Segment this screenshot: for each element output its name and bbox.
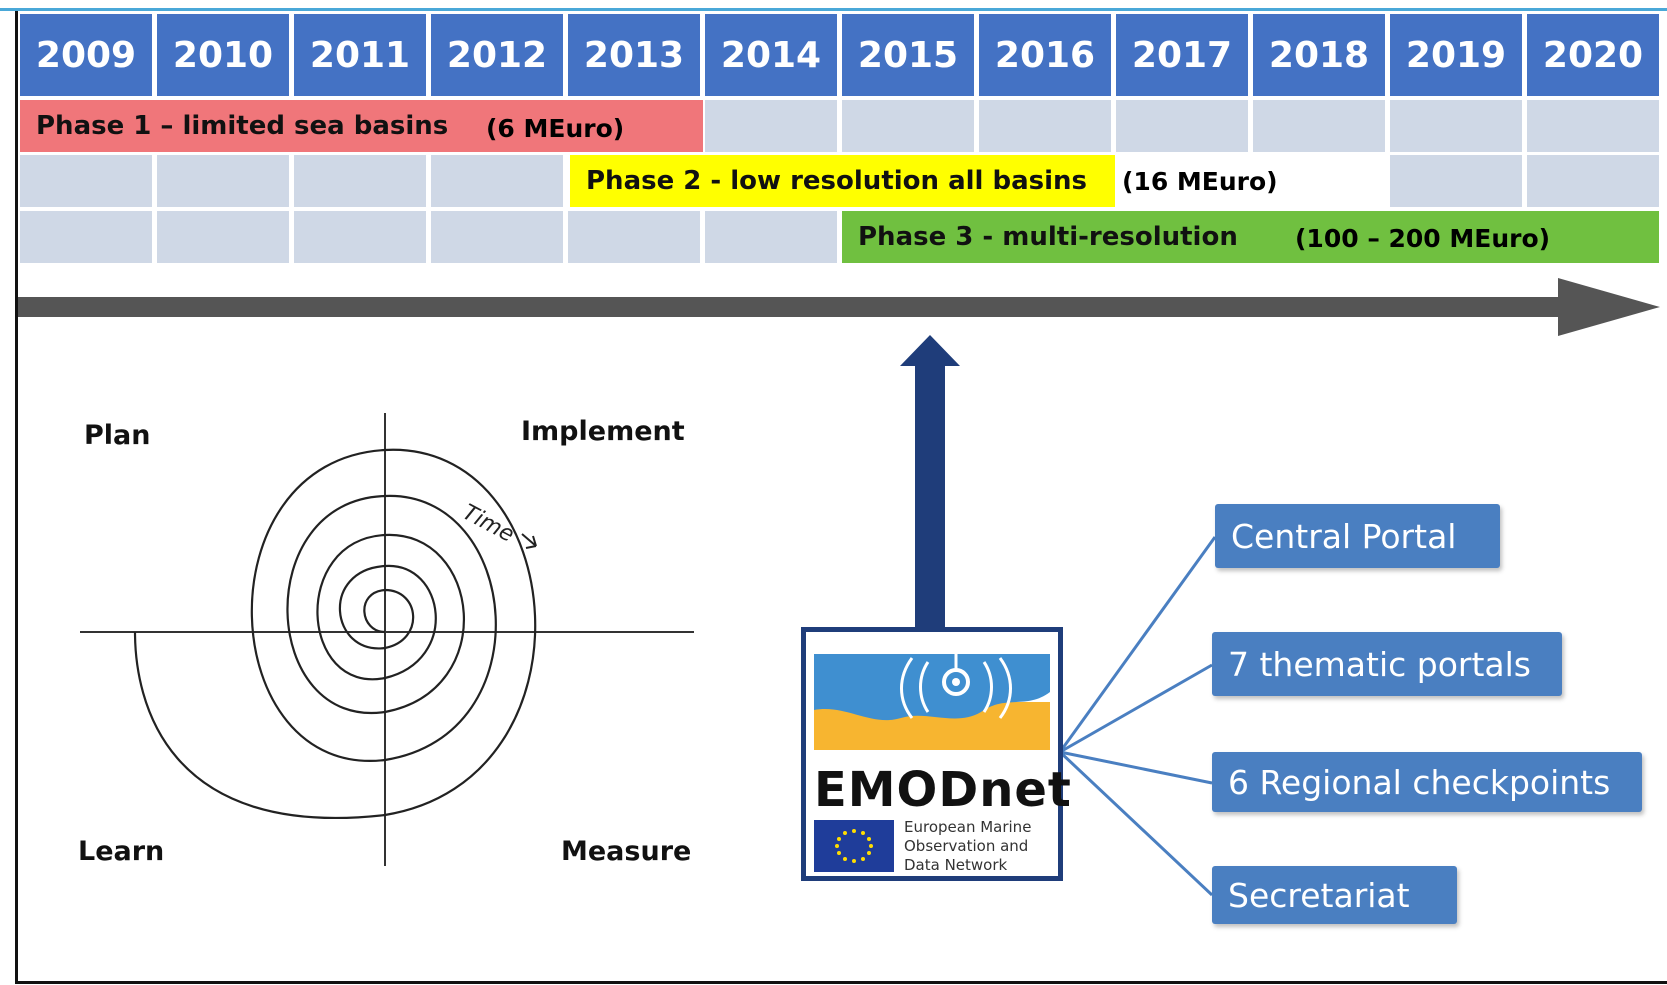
connector-lines bbox=[1058, 536, 1217, 897]
year-2014: 2014 bbox=[705, 14, 837, 96]
logo-wordmark: EMODnet bbox=[814, 762, 1072, 818]
cycle-plan: Plan bbox=[84, 420, 151, 451]
year-2019: 2019 bbox=[1390, 14, 1522, 96]
secretariat-node: Secretariat bbox=[1212, 866, 1457, 924]
regional-checkpoints-node: 6 Regional checkpoints bbox=[1212, 752, 1642, 812]
thematic-portals-node: 7 thematic portals bbox=[1212, 632, 1562, 696]
year-2017: 2017 bbox=[1116, 14, 1248, 96]
year-2010: 2010 bbox=[157, 14, 289, 96]
phase-2-cost: (16 MEuro) bbox=[1122, 167, 1278, 196]
year-2013: 2013 bbox=[568, 14, 700, 96]
up-arrow bbox=[900, 335, 960, 628]
timeline-arrow bbox=[18, 278, 1660, 336]
time-arrow-icon bbox=[521, 533, 537, 549]
cycle-learn: Learn bbox=[78, 836, 165, 867]
phase-3-cost: (100 – 200 MEuro) bbox=[1295, 224, 1551, 253]
phase-3-label: Phase 3 - multi-resolution bbox=[858, 222, 1238, 252]
phase-3-bar: Phase 3 - multi-resolution bbox=[842, 211, 1659, 263]
year-2015: 2015 bbox=[842, 14, 974, 96]
emodnet-logo: EMODnet European Marine Observation and … bbox=[801, 627, 1071, 881]
eu-flag-icon bbox=[814, 820, 894, 872]
year-2009: 2009 bbox=[20, 14, 152, 96]
year-2020: 2020 bbox=[1527, 14, 1659, 96]
year-2016: 2016 bbox=[979, 14, 1111, 96]
phase-1-cost: (6 MEuro) bbox=[486, 114, 625, 143]
top-rule bbox=[0, 0, 1667, 11]
diagram-frame bbox=[15, 11, 1667, 984]
central-portal-node: Central Portal bbox=[1215, 504, 1500, 568]
cycle-measure: Measure bbox=[561, 836, 692, 867]
year-2011: 2011 bbox=[294, 14, 426, 96]
cycle-implement: Implement bbox=[521, 416, 685, 447]
phase-1-label: Phase 1 – limited sea basins bbox=[36, 111, 449, 141]
phase-2-bar: Phase 2 - low resolution all basins bbox=[570, 155, 1115, 207]
year-2018: 2018 bbox=[1253, 14, 1385, 96]
year-2012: 2012 bbox=[431, 14, 563, 96]
logo-wave-graphic bbox=[814, 650, 1050, 750]
cycle-axes bbox=[80, 413, 694, 866]
logo-subtitle: European Marine Observation and Data Net… bbox=[904, 818, 1032, 874]
phase-1-bar: Phase 1 – limited sea basins bbox=[20, 100, 703, 152]
phase-2-label: Phase 2 - low resolution all basins bbox=[586, 166, 1088, 196]
time-spiral bbox=[133, 448, 537, 819]
